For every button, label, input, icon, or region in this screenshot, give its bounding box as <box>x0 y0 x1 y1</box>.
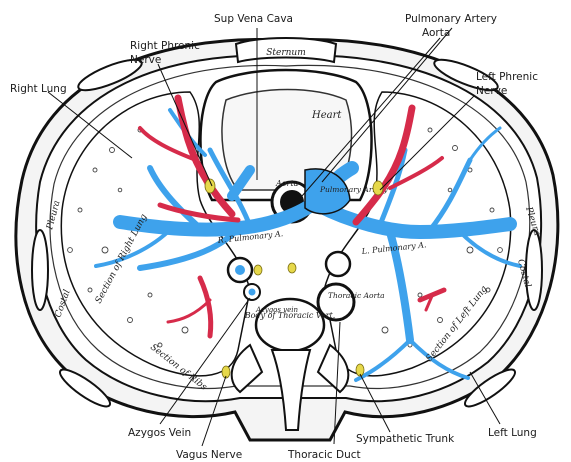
esophagus-lumen <box>235 265 245 275</box>
label-vagus-nerve: Vagus Nerve <box>176 449 242 461</box>
label-sympathetic-trunk: Sympathetic Trunk <box>356 433 455 445</box>
label-pulmonary-artery: Pulmonary Artery <box>405 13 497 25</box>
label-left-phrenic-nerve-line2: Nerve <box>476 85 507 97</box>
aorta-engraving-text: Aorta <box>275 179 299 188</box>
sternum-text: Sternum <box>266 48 306 58</box>
azygos-vein-engraving-text: Azygos vein <box>255 306 299 314</box>
label-left-lung: Left Lung <box>488 427 537 439</box>
label-sup-vena-cava: Sup Vena Cava <box>214 13 293 25</box>
label-thoracic-duct: Thoracic Duct <box>287 449 361 461</box>
azygos-lumen <box>249 289 256 296</box>
label-left-phrenic-nerve-line1: Left Phrenic <box>476 71 538 83</box>
label-azygos-vein: Azygos Vein <box>128 427 191 439</box>
label-right-phrenic-nerve-line2: Nerve <box>130 54 161 66</box>
label-right-phrenic-nerve-line1: Right Phrenic <box>130 40 200 52</box>
thoracic-aorta-text: Thoracic Aorta <box>328 291 385 300</box>
label-aorta: Aorta <box>422 27 450 39</box>
heart-text: Heart <box>311 110 342 121</box>
bronchus-left <box>326 252 350 276</box>
label-right-lung: Right Lung <box>10 83 67 95</box>
